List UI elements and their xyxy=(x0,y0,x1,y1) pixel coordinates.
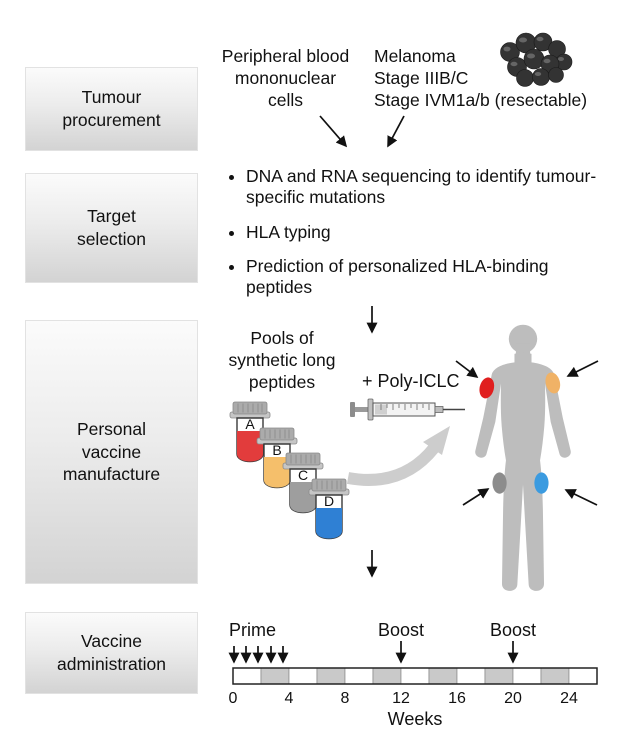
stage-label-personal-vaccine-manufacture: Personal vaccine manufacture xyxy=(62,418,161,485)
tick-label-4: 4 xyxy=(285,690,294,707)
tube-letter: C xyxy=(298,467,308,483)
arrow-tumour-down xyxy=(387,115,405,148)
body-head xyxy=(508,324,538,354)
bullet-sequencing: DNA and RNA sequencing to identify tumou… xyxy=(246,166,614,209)
tick-label-0: 0 xyxy=(229,690,238,707)
stage-box-personal-vaccine-manufacture: Personal vaccine manufacture xyxy=(25,320,198,584)
timeline-tick-labels: 0 4 8 12 16 20 24 xyxy=(229,690,578,707)
syringe-icon xyxy=(350,398,465,421)
prime-dose-arrows xyxy=(228,646,289,664)
tube-letter: A xyxy=(245,416,255,432)
timeline-axis: 0 4 8 12 16 20 24 xyxy=(228,641,598,707)
tick-label-8: 8 xyxy=(341,690,350,707)
tube-liquid xyxy=(290,482,316,513)
bullet-hla-typing: HLA typing xyxy=(246,222,614,243)
arrow-pbmc-down xyxy=(319,115,348,148)
melanoma-label: Melanoma Stage IIIB/C Stage IVM1a/b (res… xyxy=(374,46,588,110)
poly-iclc-label: + Poly-ICLC xyxy=(362,371,460,391)
injection-site-thigh-left xyxy=(534,472,549,494)
injection-site-thigh-right xyxy=(492,472,507,494)
tube-liquid xyxy=(237,431,263,462)
peptide-tube-a: A xyxy=(229,401,271,463)
boost-label-week20: Boost xyxy=(489,620,537,640)
tube-letter: B xyxy=(272,442,281,458)
arrow-site-upper-arm-left xyxy=(566,360,599,377)
prime-label: Prime xyxy=(229,620,277,640)
target-selection-list: DNA and RNA sequencing to identify tumou… xyxy=(228,166,614,312)
stage-label-target-selection: Target selection xyxy=(76,206,147,249)
tube-liquid xyxy=(316,508,342,539)
boost-label-week12: Boost xyxy=(377,620,425,640)
stage-label-vaccine-administration: Vaccine administration xyxy=(57,631,166,674)
pbmc-label: Peripheral blood mononuclear cells xyxy=(221,46,350,110)
peptide-tube-b: B xyxy=(256,427,298,489)
body-outline xyxy=(475,352,571,591)
tick-label-12: 12 xyxy=(392,690,410,707)
human-body-figure xyxy=(475,324,571,591)
stage-box-vaccine-administration: Vaccine administration xyxy=(25,612,198,694)
stage-box-target-selection: Target selection xyxy=(25,173,198,283)
tube-letter: D xyxy=(324,493,334,509)
curved-arrow xyxy=(346,426,450,486)
tick-label-20: 20 xyxy=(504,690,522,707)
stage-box-tumour-procurement: Tumour procurement xyxy=(25,67,198,151)
injection-site-upper-arm-left xyxy=(545,372,561,394)
stage-label-tumour-procurement: Tumour procurement xyxy=(62,87,161,130)
arrow-site-thigh-right xyxy=(462,488,490,506)
injection-site-upper-arm-right xyxy=(479,377,495,399)
peptide-tube-d: D xyxy=(308,478,350,540)
tube-liquid xyxy=(264,457,290,488)
tick-label-24: 24 xyxy=(560,690,578,707)
bullet-peptide-prediction: Prediction of personalized HLA-binding p… xyxy=(246,256,614,299)
tick-label-16: 16 xyxy=(448,690,466,707)
arrow-site-thigh-left xyxy=(564,489,598,506)
weeks-axis-label: Weeks xyxy=(387,709,443,729)
pools-label: Pools of synthetic long peptides xyxy=(228,328,336,392)
peptide-tube-c: C xyxy=(282,452,324,514)
